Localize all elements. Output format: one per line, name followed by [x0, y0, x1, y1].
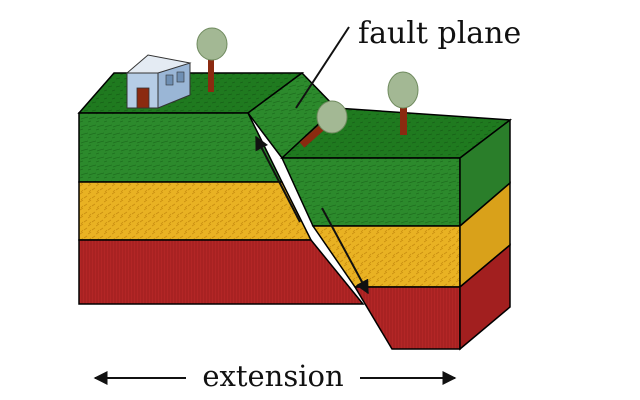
- house-window: [165, 74, 174, 86]
- hanging-wall-down-arrow: [321, 207, 369, 295]
- hanging-wall-block: [246, 72, 513, 351]
- fault-plane-label: fault plane: [358, 16, 521, 51]
- tree-falling: [299, 100, 348, 148]
- hanging-wall-red-side: [459, 243, 511, 351]
- tree-trunk: [208, 52, 214, 92]
- tree-right: [387, 71, 419, 135]
- fault-plane-pointer: [295, 26, 350, 109]
- footwall-red-layer: [78, 239, 365, 305]
- tree-foliage: [316, 100, 348, 134]
- tree-trunk: [400, 98, 407, 135]
- house: [125, 54, 192, 109]
- tree-foliage: [387, 71, 419, 109]
- footwall-yellow-layer: [78, 181, 313, 241]
- extension-label: extension: [202, 359, 343, 393]
- house-window: [176, 71, 185, 83]
- tree-left: [196, 27, 228, 92]
- tree-foliage: [196, 27, 228, 61]
- hanging-wall-red-layer: [353, 286, 461, 350]
- house-door: [136, 87, 150, 109]
- hanging-wall-green-layer: [280, 157, 461, 227]
- footwall-up-arrow: [255, 135, 301, 223]
- footwall-green-layer: [78, 112, 284, 183]
